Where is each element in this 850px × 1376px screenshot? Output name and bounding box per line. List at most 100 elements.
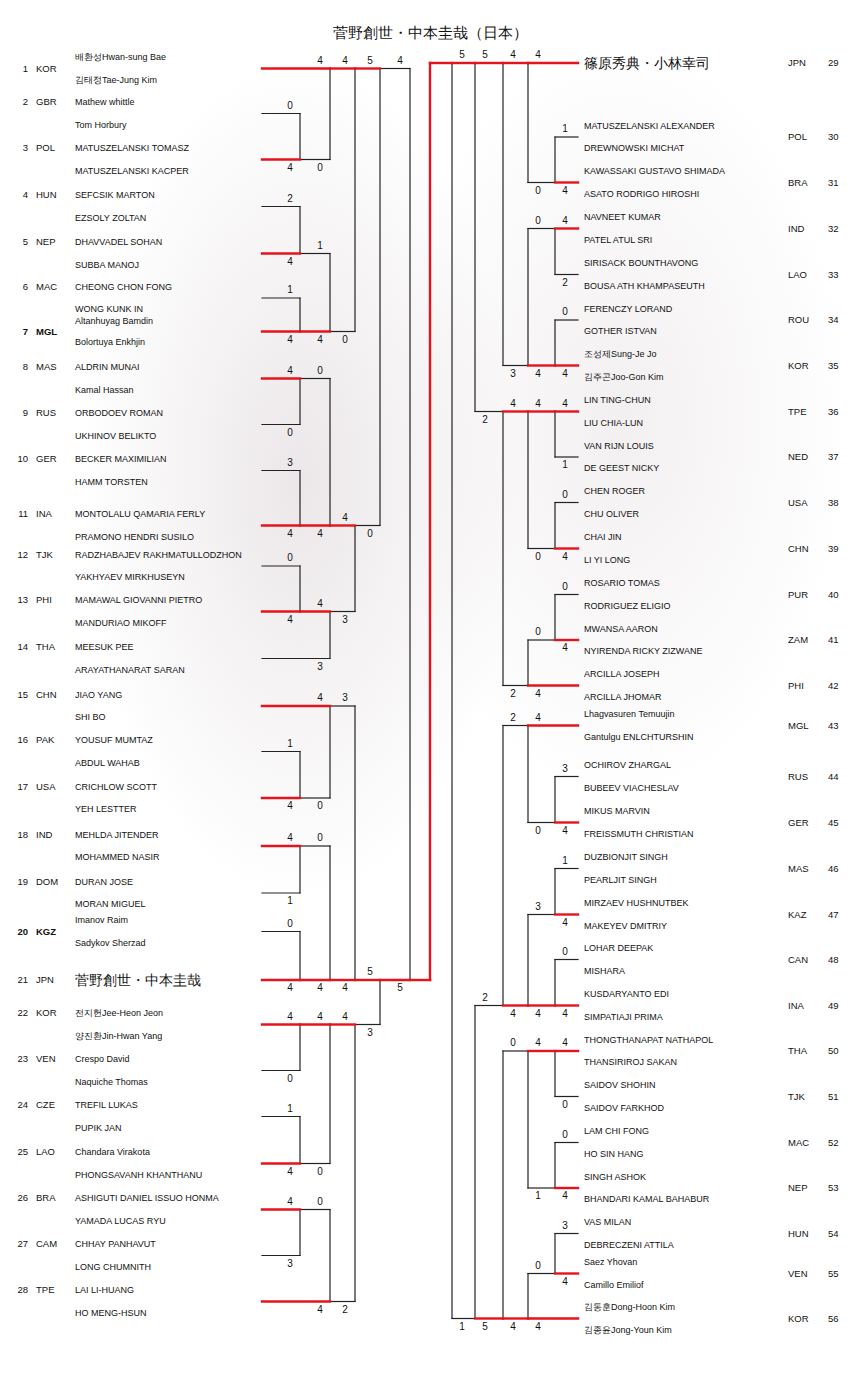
bracket-line <box>555 364 578 366</box>
player-name: Altanhuyag Bamdin <box>75 315 153 327</box>
seed-number: 19 <box>4 876 28 888</box>
match-score: 4 <box>557 917 573 929</box>
player-name: MATUSZELANSKI ALEXANDER <box>584 120 715 132</box>
seed-number: 54 <box>828 1228 839 1240</box>
country-code: KOR <box>36 1007 57 1019</box>
player-name: PATEL ATUL SRI <box>584 234 652 246</box>
match-score: 0 <box>282 427 298 439</box>
seed-number: 20 <box>4 926 28 938</box>
match-score: 4 <box>282 1011 298 1023</box>
country-code: VEN <box>788 1268 808 1280</box>
player-name: SAIDOV FARKHOD <box>584 1102 664 1114</box>
player-name: ARAYATHANARAT SARAN <box>75 664 185 676</box>
player-name: PUPIK JAN <box>75 1122 122 1134</box>
match-score: 0 <box>312 832 328 844</box>
match-score: 4 <box>282 334 298 346</box>
bracket-line <box>528 724 578 726</box>
match-score: 0 <box>282 918 298 930</box>
match-score: 1 <box>557 855 573 867</box>
match-score: 4 <box>505 49 521 61</box>
bracket-line <box>300 330 330 332</box>
player-name: MONTOLALU QAMARIA FERLY <box>75 508 205 520</box>
match-score: 1 <box>312 240 328 252</box>
seed-number: 48 <box>828 954 839 966</box>
country-code: ZAM <box>788 634 808 646</box>
player-name: SHI BO <box>75 711 106 723</box>
match-score: 1 <box>454 1321 470 1333</box>
country-code: RUS <box>36 407 56 419</box>
player-name: MEESUK PEE <box>75 641 134 653</box>
player-name: MEHLDA JITENDER <box>75 829 159 841</box>
bracket-line <box>502 726 503 1006</box>
bracket-line <box>528 410 555 412</box>
seed-number: 47 <box>828 909 839 921</box>
country-code: JPN <box>788 57 806 69</box>
bracket-line <box>262 206 300 207</box>
player-name: CHAI JIN <box>584 531 622 543</box>
bracket-line <box>299 752 300 799</box>
bracket-line <box>380 68 410 69</box>
player-name: MATUSZELANSKI TOMASZ <box>75 142 189 154</box>
match-score: 4 <box>337 512 353 524</box>
player-name: DHAVVADEL SOHAN <box>75 236 162 248</box>
bracket-line <box>555 821 578 823</box>
match-score: 0 <box>282 1073 298 1085</box>
match-score: 3 <box>337 614 353 626</box>
match-score: 0 <box>557 306 573 318</box>
seed-number: 10 <box>4 453 28 465</box>
match-score: 4 <box>282 1196 298 1208</box>
country-code: KAZ <box>788 909 806 921</box>
match-score: 1 <box>282 895 298 907</box>
bracket-line <box>555 456 578 457</box>
bracket-line <box>330 979 355 981</box>
match-score: 4 <box>312 692 328 704</box>
bracket-line <box>330 1301 355 1302</box>
bracket-line <box>299 207 300 254</box>
bracket-line <box>554 503 555 549</box>
bracket-line <box>555 319 578 320</box>
bracket-line <box>555 274 578 275</box>
player-name: Bolortuya Enkhjin <box>75 336 145 348</box>
player-name: DEBRECZENI ATTILA <box>584 1239 674 1251</box>
seed-number: 41 <box>828 634 839 646</box>
player-name: 김종윤Jong-Youn Kim <box>584 1324 672 1336</box>
match-score: 5 <box>362 966 378 978</box>
match-score: 0 <box>530 626 546 638</box>
country-code: GBR <box>36 96 57 108</box>
bracket-line <box>262 1116 300 1117</box>
seed-number: 14 <box>4 641 28 653</box>
match-score: 5 <box>392 982 408 994</box>
player-name: MIKUS MARVIN <box>584 805 650 817</box>
country-code: NED <box>788 451 808 463</box>
bracket-line <box>262 470 300 471</box>
seed-number: 16 <box>4 734 28 746</box>
bracket-line <box>262 845 300 847</box>
seed-number: 1 <box>4 63 28 75</box>
bracket-line <box>527 229 528 366</box>
bracket-line <box>262 892 300 893</box>
player-name: ALDRIN MUNAI <box>75 361 140 373</box>
bracket-line <box>299 379 300 425</box>
player-name: LIN TING-CHUN <box>584 394 651 406</box>
bracket-line <box>262 1023 300 1025</box>
bracket-line <box>262 931 300 932</box>
player-name: Mathew whittle <box>75 96 135 108</box>
player-name: JIAO YANG <box>75 689 122 701</box>
bracket-line <box>554 869 555 915</box>
player-name: YEH LESTTER <box>75 803 137 815</box>
bracket-line <box>300 253 330 254</box>
player-name: 김동훈Dong-Hoon Kim <box>584 1301 675 1313</box>
match-score: 4 <box>312 528 328 540</box>
match-score: 4 <box>530 1037 546 1049</box>
bracket-line <box>430 62 452 64</box>
player-name: Lhagvasuren Temuujin <box>584 708 674 720</box>
country-code: DOM <box>36 876 58 888</box>
player-name: MAKEYEV DMITRIY <box>584 920 667 932</box>
match-score: 1 <box>557 459 573 471</box>
seed-number: 23 <box>4 1053 28 1065</box>
match-score: 4 <box>505 1008 521 1020</box>
player-pair: 菅野創世・中本圭哉 <box>75 971 201 989</box>
seed-number: 13 <box>4 594 28 606</box>
bracket-line <box>554 1143 555 1189</box>
bracket-line <box>452 1318 475 1319</box>
